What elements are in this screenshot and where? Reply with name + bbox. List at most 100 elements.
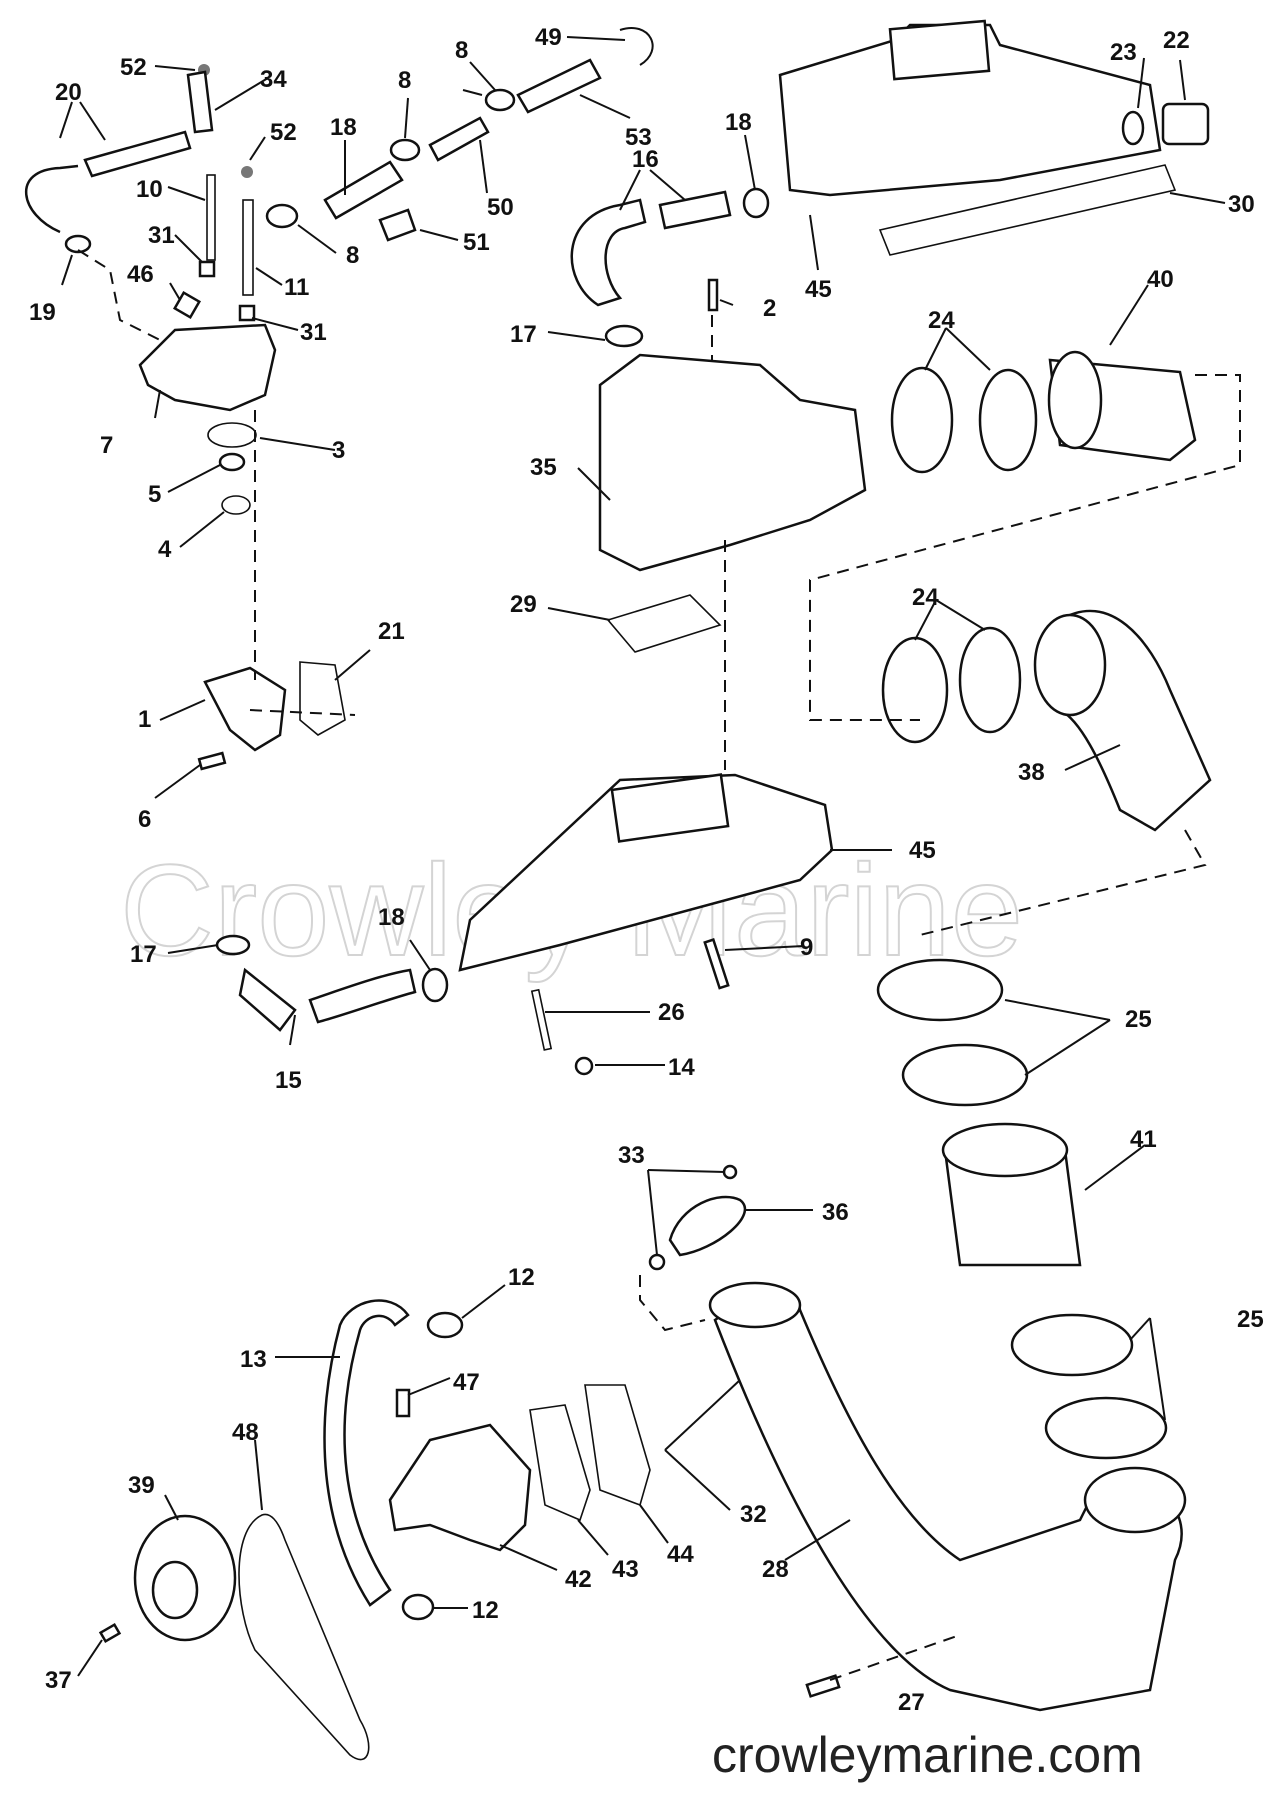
clamp-part-25b	[901, 1043, 1029, 1107]
manifold-riser-flange	[888, 19, 991, 81]
seal-part-4	[221, 495, 251, 515]
elbow-part-38-end	[1033, 613, 1107, 717]
callout-12a: 12	[508, 1264, 535, 1291]
thermostat-part-5	[218, 452, 246, 472]
callout-43: 43	[612, 1556, 639, 1583]
callout-18b: 18	[725, 109, 752, 136]
hose-part-16	[570, 198, 647, 307]
callout-47: 47	[453, 1369, 480, 1396]
callout-6: 6	[138, 806, 151, 833]
screw-part-33b	[648, 1253, 666, 1271]
callout-52a: 52	[120, 54, 147, 81]
leader-lines	[59, 36, 1226, 1677]
clamp-part-25a	[876, 958, 1004, 1022]
rod-part-32	[664, 1379, 741, 1451]
gasket-part-43	[529, 1404, 591, 1522]
manifold-riser-flange-mid	[610, 773, 730, 843]
clamp-part-25c	[1010, 1313, 1134, 1377]
bolt-part-6	[197, 751, 227, 771]
callout-24b: 24	[912, 584, 939, 611]
callout-50: 50	[487, 194, 514, 221]
callout-44: 44	[667, 1541, 694, 1568]
callout-7: 7	[100, 432, 113, 459]
bolt-part-2	[707, 278, 719, 312]
callout-5: 5	[148, 481, 161, 508]
clamp-part-18c	[421, 967, 449, 1003]
callout-39: 39	[128, 1472, 155, 1499]
callout-8a: 8	[398, 67, 411, 94]
callout-17a: 17	[510, 321, 537, 348]
callout-48: 48	[232, 1419, 259, 1446]
hose-part-20	[25, 130, 192, 234]
clamp-part-12a	[426, 1311, 464, 1339]
callout-46: 46	[127, 261, 154, 288]
spring-hose-part-50	[428, 116, 490, 162]
clamp-part-49	[619, 27, 654, 66]
stud-part-10	[206, 174, 216, 261]
callout-36: 36	[822, 1199, 849, 1226]
callout-10: 10	[136, 176, 163, 203]
callout-13: 13	[240, 1346, 267, 1373]
clamp-part-24d	[958, 626, 1022, 734]
callout-32: 32	[740, 1501, 767, 1528]
clamp-part-8b	[484, 88, 516, 112]
cover-plate-part-36	[668, 1195, 747, 1257]
housing-part-1	[203, 666, 287, 752]
exhaust-elbow-part-35	[598, 353, 867, 572]
exhaust-pipe-outlet	[1083, 1466, 1187, 1534]
coupler-part-41-top	[941, 1122, 1069, 1178]
clamp-part-18b	[742, 187, 770, 219]
callout-53: 53	[625, 124, 652, 151]
exhaust-manifold-part-45b	[458, 773, 834, 972]
callout-11: 11	[284, 274, 309, 301]
callout-15: 15	[275, 1067, 302, 1094]
callout-9: 9	[800, 934, 813, 961]
callout-4: 4	[158, 536, 172, 563]
assembly-line-27-28	[829, 1634, 961, 1681]
callout-42: 42	[565, 1566, 592, 1593]
clamp-part-24c	[881, 636, 949, 744]
clamp-part-8c	[265, 203, 299, 229]
assembly-line-38-25	[919, 829, 1207, 936]
callout-2: 2	[763, 295, 776, 322]
callout-16: 16	[632, 146, 659, 173]
callout-49: 49	[535, 24, 562, 51]
clamp-part-17b	[215, 934, 251, 956]
clamp-part-24b	[978, 368, 1038, 472]
fitting-part-51	[378, 208, 417, 242]
callout-38: 38	[1018, 759, 1045, 786]
nut-part-52b	[241, 166, 253, 178]
callout-22: 22	[1163, 27, 1190, 54]
bolt-part-27	[805, 1674, 841, 1698]
callout-12b: 12	[472, 1597, 499, 1624]
assembly-line-33-28	[639, 1275, 706, 1332]
callout-31b: 31	[300, 319, 327, 346]
hose-part-15	[238, 967, 297, 1032]
clamp-part-8a	[389, 138, 421, 162]
callout-8b: 8	[455, 37, 468, 64]
callout-25b: 25	[1237, 1306, 1264, 1333]
callout-23: 23	[1110, 39, 1137, 66]
callout-18a: 18	[330, 114, 357, 141]
callout-14: 14	[668, 1054, 695, 1081]
callout-34: 34	[260, 66, 287, 93]
callout-37: 37	[45, 1667, 72, 1694]
spacer-part-31a	[198, 260, 216, 278]
bracket-part-34	[186, 70, 214, 134]
stud-part-26	[530, 988, 553, 1051]
callout-labels: 1 2 3 4 5 6 7 8 8 8 9 10 11 12 12 13 14 …	[29, 24, 1264, 1716]
belt-part-48	[238, 1513, 370, 1761]
gasket-part-21	[299, 661, 346, 736]
clamp-part-17a	[604, 324, 644, 348]
callout-20: 20	[55, 79, 82, 106]
callout-8c: 8	[346, 242, 359, 269]
callout-41: 41	[1130, 1126, 1157, 1153]
sender-part-47	[395, 1388, 411, 1418]
bolt-part-37	[98, 1622, 122, 1644]
nut-part-14	[574, 1056, 594, 1076]
screw-part-33a	[722, 1164, 738, 1180]
sleeve-part-22	[1161, 102, 1210, 146]
pulley-part-39-hub	[151, 1560, 199, 1620]
callout-29: 29	[510, 591, 537, 618]
